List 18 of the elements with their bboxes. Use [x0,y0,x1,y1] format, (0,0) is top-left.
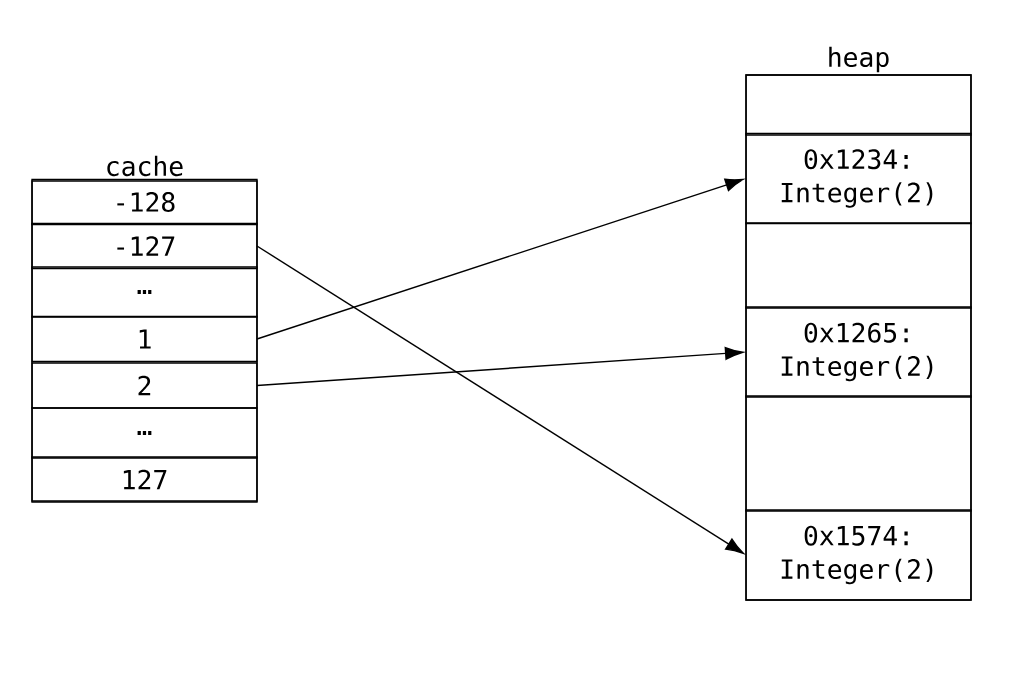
arrow [256,346,744,387]
node-label: heap [829,46,889,73]
node-label: cache [107,155,183,177]
table-cell: -127 [31,222,258,270]
table-cell: 0x1265: Integer(2) [745,306,972,398]
table-cell: 127 [31,456,258,503]
table-cell: 0x1574: Integer(2) [745,509,972,601]
arrow [256,178,744,340]
empty-cell [745,74,972,136]
arrow [256,245,744,554]
table-cell: … [31,266,258,318]
table-cell: 0x1234: Integer(2) [745,132,972,225]
table-cell: 2 [31,362,258,409]
empty-cell [745,222,972,309]
table-cell: -128 [31,178,258,226]
table-cell: … [31,407,258,459]
empty-cell [745,395,972,512]
table-cell: 1 [31,315,258,363]
